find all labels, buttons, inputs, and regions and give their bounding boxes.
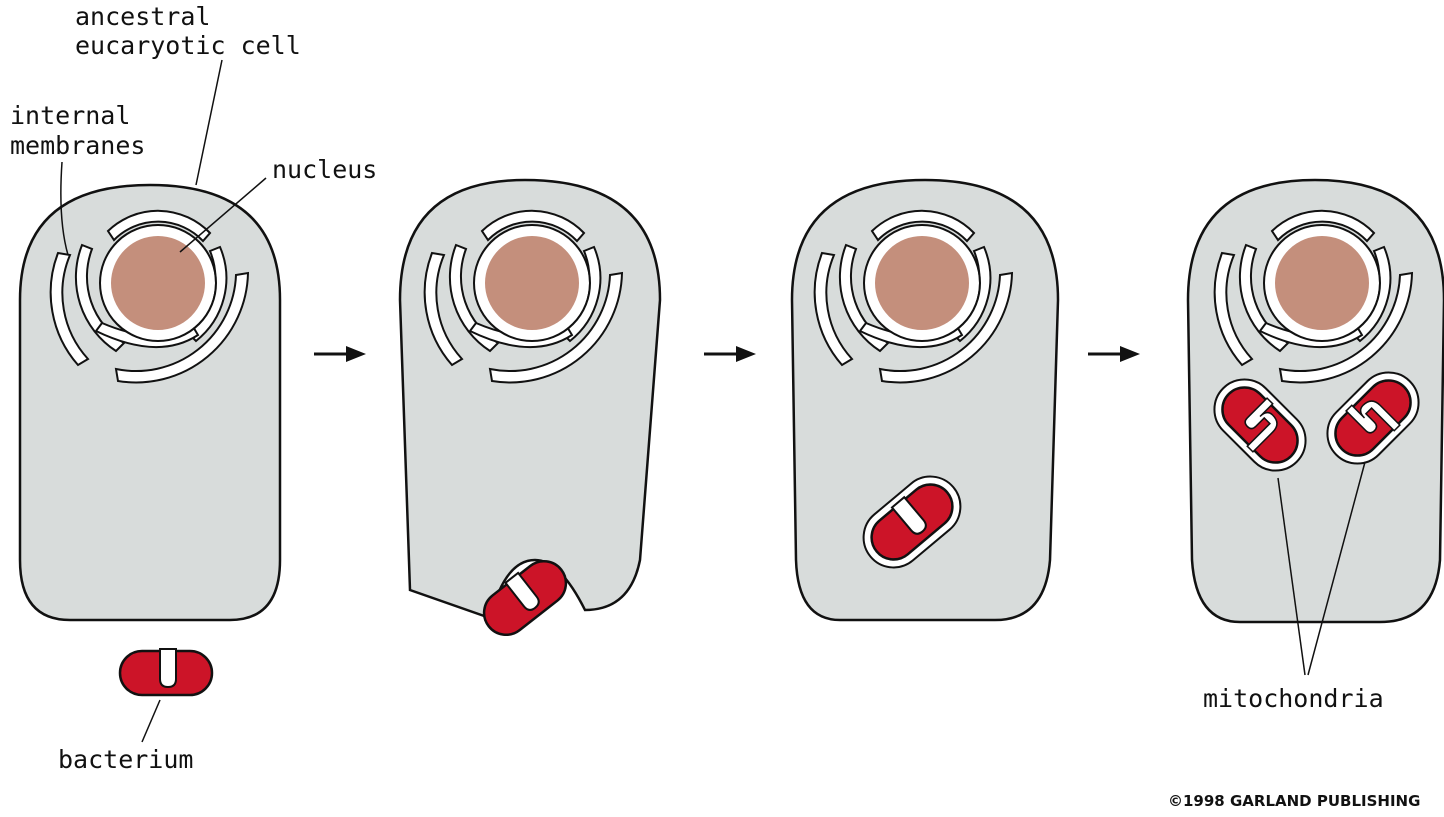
label-internal-line2: membranes	[10, 131, 145, 160]
copyright-notice: ©1998 GARLAND PUBLISHING	[1168, 792, 1420, 810]
cell-3-internalized	[792, 180, 1058, 620]
label-nucleus: nucleus	[272, 155, 377, 184]
leader-ancestral	[196, 60, 222, 185]
label-bacterium: bacterium	[58, 745, 193, 774]
cell-2-engulfing	[400, 180, 660, 644]
free-bacterium	[120, 649, 212, 695]
label-internal-line1: internal	[10, 101, 130, 130]
label-ancestral-line2: eucaryotic cell	[75, 31, 301, 60]
right-arrow-icon	[1088, 346, 1140, 362]
right-arrow-icon	[314, 346, 366, 362]
label-ancestral-line1: ancestral	[75, 2, 210, 31]
leader-bacterium	[142, 700, 160, 742]
label-mitochondria: mitochondria	[1203, 684, 1384, 713]
cell-1-ancestral	[20, 185, 280, 620]
cell-4-with-mitochondria	[1188, 180, 1444, 622]
right-arrow-icon	[704, 346, 756, 362]
